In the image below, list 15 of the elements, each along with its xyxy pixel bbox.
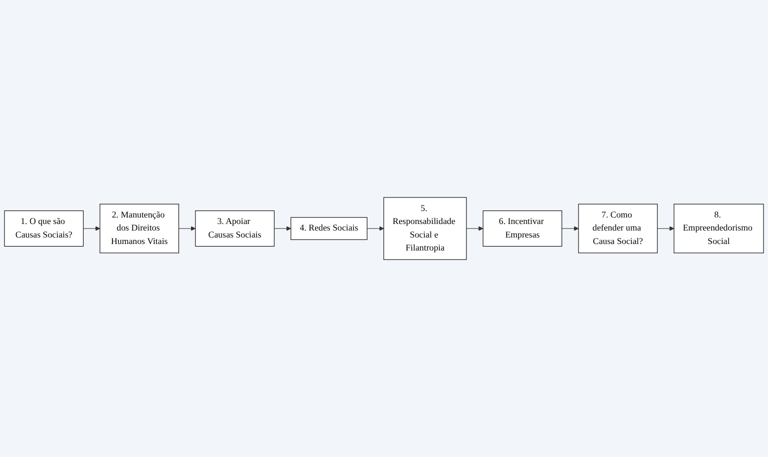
arrow [657,226,674,231]
arrow [466,226,484,231]
arrow [178,226,196,231]
node-box: 5. Responsabilidade Social e Filantropia [383,197,467,260]
arrow [274,226,292,231]
node-box: 8. Empreendedorismo Social [674,204,764,254]
node-box: 4. Redes Sociais [290,217,368,240]
node-box: 3. Apoiar Causas Sociais [195,210,275,247]
node-box: 6. Incentivar Empresas [482,210,562,247]
node-box: 2. Manutenção dos Direitos Humanos Vitais [100,204,180,254]
node-box: 1. O que são Causas Sociais? [4,210,84,247]
node-box: 7. Como defender uma Causa Social? [578,204,658,254]
arrow [83,226,100,231]
arrow [366,226,384,231]
arrow [562,226,579,231]
